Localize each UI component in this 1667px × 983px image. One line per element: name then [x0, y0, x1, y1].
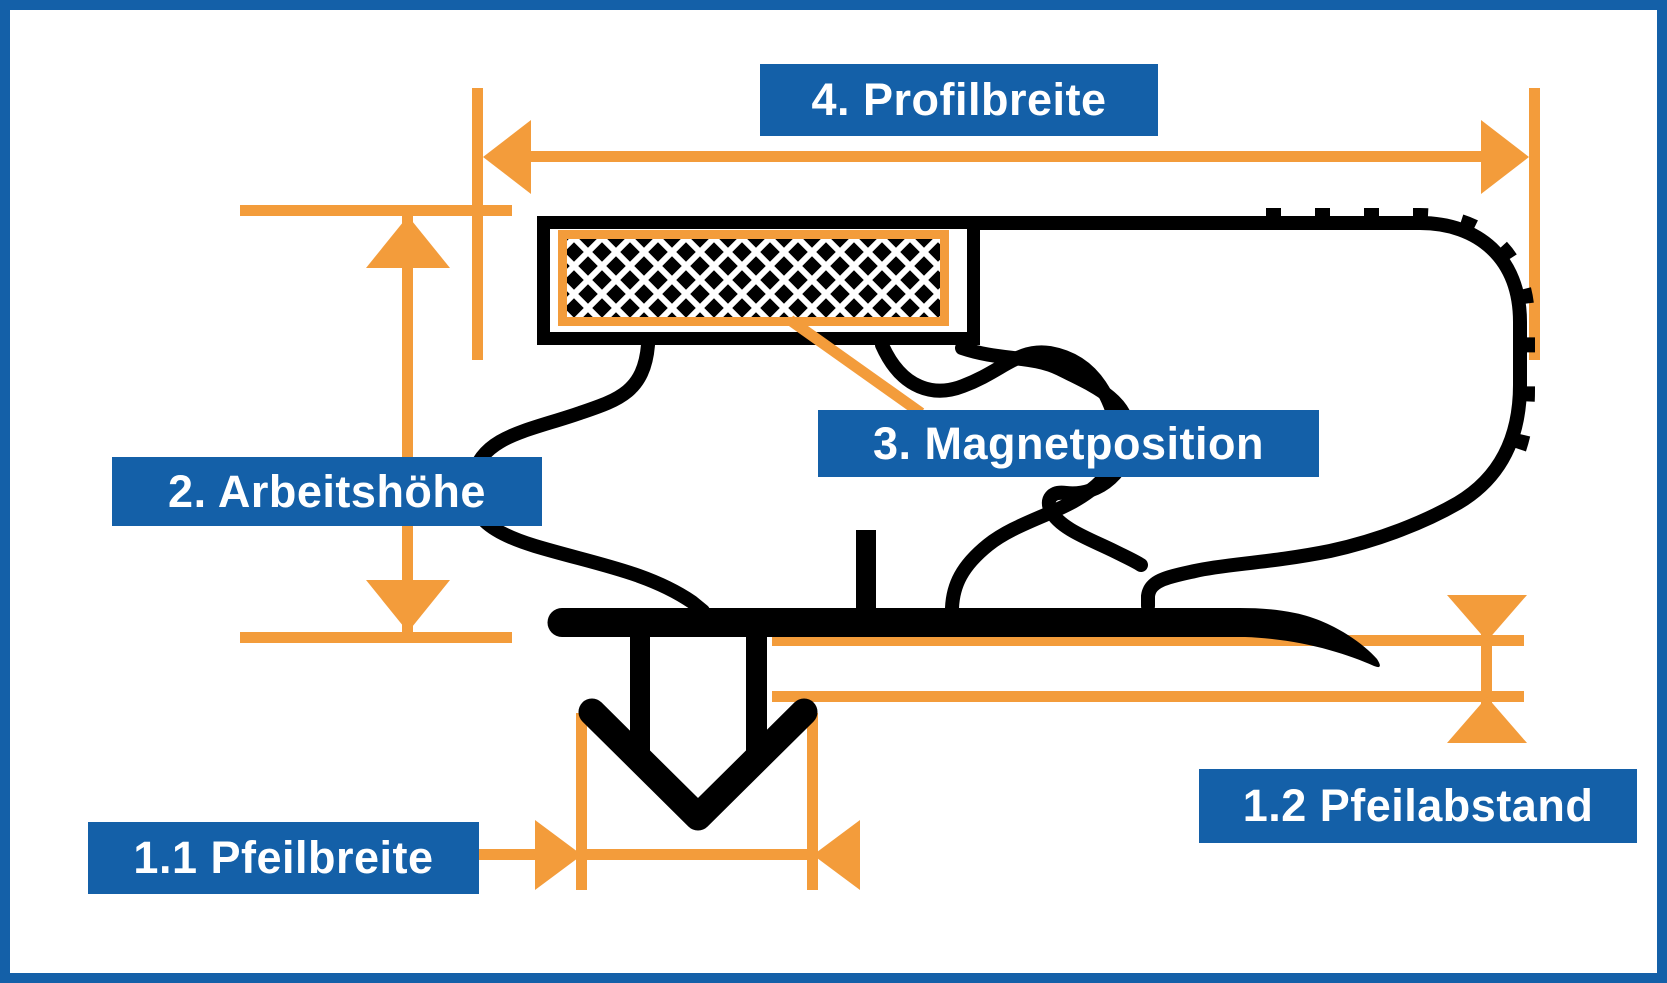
profile-middle-membrane [875, 338, 1125, 615]
profilbreite-dimension [472, 88, 1540, 360]
dart-left-leg [630, 637, 650, 765]
arrow-left-icon [483, 120, 531, 194]
arrow-right-icon [535, 820, 582, 890]
pfeilabstand-line-top [772, 635, 1524, 646]
pfeilabstand-line-bottom [772, 691, 1524, 702]
profilbreite-extension-line-right [1529, 88, 1540, 360]
profilbreite-dimension-line [524, 151, 1486, 162]
pfeilbreite-dimension [479, 713, 860, 890]
pfeilbreite-dimension-line [582, 849, 813, 860]
magnet-leader-line [786, 315, 925, 418]
profile-base-bar [547, 608, 1380, 668]
magnet-crosshatch [567, 239, 940, 317]
pfeilbreite-extension-line-right [807, 713, 818, 890]
arrow-down-icon [366, 580, 450, 632]
profile-dashed-flex-line [1266, 208, 1535, 480]
dart-barbs [578, 698, 818, 831]
arrow-left-icon [813, 820, 860, 890]
arbeitshoehe-extension-line-bottom [240, 632, 512, 643]
pfeilbreite-leader-from-label [479, 849, 537, 860]
arbeitshoehe-dimension-line [402, 216, 413, 632]
mounting-dart [578, 637, 818, 831]
dimension-graphics [240, 88, 1540, 890]
label-pfeilabstand: 1.2 Pfeilabstand [1199, 769, 1637, 843]
arbeitshoehe-extension-line-top [240, 205, 512, 216]
pfeilbreite-extension-line-left [576, 713, 587, 890]
arbeitshoehe-dimension [240, 205, 512, 643]
label-pfeilbreite: 1.1 Pfeilbreite [88, 822, 479, 894]
arrow-up-icon [366, 216, 450, 268]
magnet-housing [537, 216, 980, 345]
pfeilabstand-vertical-line [1481, 595, 1492, 743]
profile-inner-bulb [955, 341, 1148, 572]
arrow-right-icon [1481, 120, 1529, 194]
profilbreite-extension-line-left [472, 88, 483, 360]
pfeilabstand-dimension [772, 595, 1527, 743]
label-profilbreite: 4. Profilbreite [760, 64, 1158, 136]
profile-right-lobe [968, 216, 1527, 613]
label-arbeitshoehe: 2. Arbeitshöhe [112, 457, 542, 526]
dart-right-leg [746, 637, 767, 765]
arrow-up-icon [1447, 697, 1527, 743]
arrow-down-icon [1447, 595, 1527, 641]
label-magnetposition: 3. Magnetposition [818, 410, 1319, 477]
